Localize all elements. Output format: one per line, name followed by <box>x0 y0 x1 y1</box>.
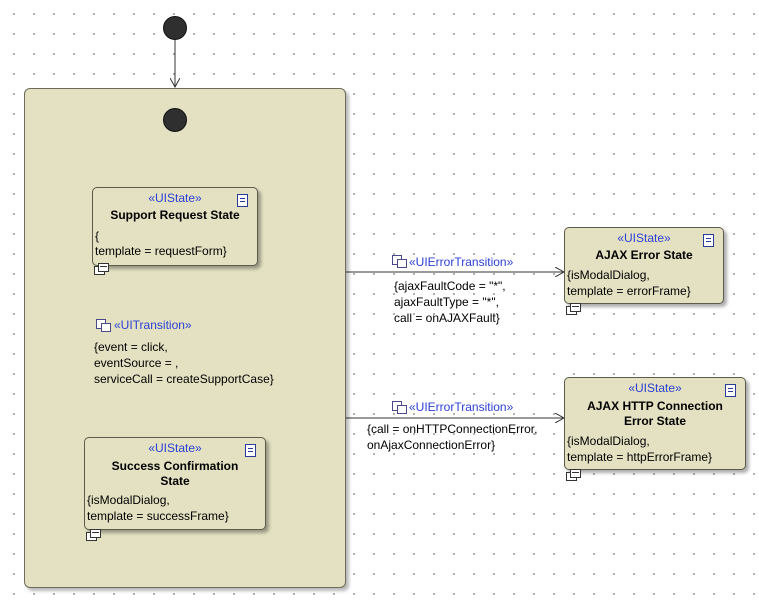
http-error-transition-stereotype[interactable]: «UIErrorTransition» <box>409 400 514 414</box>
ajax-error-name: AJAX Error State <box>595 248 693 262</box>
http-error-body-line: template = httpErrorFrame} <box>567 450 713 464</box>
http-error-name-line: Error State <box>623 414 687 428</box>
http-error-transition-line: {call = onHTTPConnectionError, <box>367 422 538 436</box>
ajax-fault-line: ajaxFaultType = "*", <box>394 295 499 309</box>
transition-icon <box>96 319 111 332</box>
ajax-error-body-line: {isModalDialog, <box>567 268 650 282</box>
transition-icon <box>392 401 407 414</box>
submachine-icon <box>86 529 101 541</box>
support-state-name: Support Request State <box>110 208 240 222</box>
ajax-fault-line: {ajaxFaultCode = "*", <box>394 279 506 293</box>
support-state-body-line: template = requestForm} <box>95 244 227 258</box>
ui-transition-line: {event = click, <box>94 340 168 354</box>
ui-transition-stereotype[interactable]: «UITransition» <box>114 318 192 332</box>
ajax-error-state[interactable]: «UIState» AJAX Error State {isModalDialo… <box>564 227 724 315</box>
ajax-fault-line: call = onAJAXFault} <box>394 311 500 325</box>
outer-initial-node[interactable] <box>163 16 187 40</box>
note-icon <box>703 234 714 247</box>
support-state-stereotype: «UIState» <box>148 191 202 205</box>
submachine-icon <box>566 303 581 315</box>
http-connection-error-state[interactable]: «UIState» AJAX HTTP Connection Error Sta… <box>564 377 746 481</box>
ui-transition-line: eventSource = , <box>94 356 179 370</box>
success-state-body-line: template = successFrame} <box>87 509 229 523</box>
ajax-fault-stereotype[interactable]: «UIErrorTransition» <box>409 255 514 269</box>
note-icon <box>725 384 736 397</box>
submachine-icon <box>94 263 109 275</box>
note-icon <box>237 194 248 207</box>
transition-icon <box>392 255 407 268</box>
success-state-name-line: Success Confirmation <box>111 459 239 473</box>
support-request-state[interactable]: «UIState» Support Request State { templa… <box>92 187 258 275</box>
http-error-name-line: AJAX HTTP Connection <box>587 399 723 413</box>
ajax-error-body-line: template = errorFrame} <box>567 284 691 298</box>
ajax-error-stereotype: «UIState» <box>617 231 671 245</box>
submachine-icon <box>566 469 581 481</box>
support-state-body-line: { <box>95 229 100 243</box>
success-state-name-line: State <box>160 474 190 488</box>
http-error-stereotype: «UIState» <box>628 381 682 395</box>
success-state-stereotype: «UIState» <box>148 441 202 455</box>
http-error-transition-line: onAjaxConnectionError} <box>367 438 496 452</box>
http-error-body-line: {isModalDialog, <box>567 434 650 448</box>
note-icon <box>245 444 256 457</box>
success-state-body-line: {isModalDialog, <box>87 493 170 507</box>
success-confirmation-state[interactable]: «UIState» Success Confirmation State {is… <box>84 437 266 541</box>
ui-transition-line: serviceCall = createSupportCase} <box>94 372 274 386</box>
inner-initial-node[interactable] <box>163 108 187 132</box>
